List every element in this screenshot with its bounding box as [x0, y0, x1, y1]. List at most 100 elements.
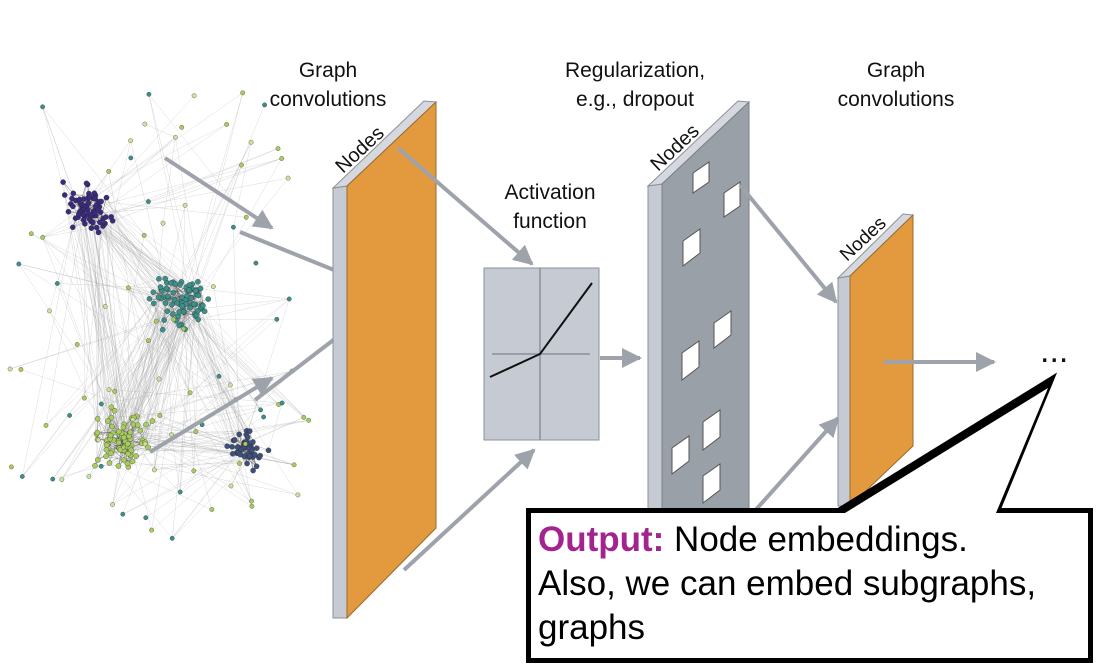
graph-edge — [128, 287, 237, 400]
graph-edge — [137, 282, 167, 426]
graph-edge — [197, 292, 233, 454]
graph-edge — [31, 233, 182, 325]
graph-edge — [131, 298, 290, 451]
graph-node — [162, 275, 168, 282]
arrow-layer1-to-activation-bottom — [402, 448, 536, 572]
graph-node — [128, 447, 135, 454]
graph-edge — [187, 290, 196, 432]
graph-node — [291, 462, 297, 468]
graph-node — [102, 214, 109, 220]
regularization-label: Regularization, e.g., dropout — [564, 59, 706, 111]
graph-edge — [182, 308, 309, 421]
graph-node — [125, 440, 131, 447]
graph-edge — [94, 407, 112, 466]
graph-node — [94, 415, 101, 422]
graph-edge — [42, 237, 124, 451]
graph-node — [40, 234, 46, 240]
graph-node — [274, 316, 280, 322]
graph-edge — [95, 215, 190, 291]
graph-node — [125, 285, 131, 291]
graph-node — [54, 281, 60, 286]
graph-node — [88, 225, 95, 231]
graph-edge — [75, 218, 128, 448]
graph-node — [90, 219, 96, 226]
graph-edge — [182, 299, 252, 502]
graph-edge — [97, 216, 112, 419]
graph-node — [149, 418, 156, 424]
graph-edge — [162, 137, 176, 224]
arrow-graph-to-layer1-b — [239, 230, 335, 272]
graph-node — [249, 447, 255, 454]
graph-edge — [183, 312, 304, 418]
graph-edge — [159, 415, 245, 448]
graph-node — [98, 401, 104, 407]
graph-node — [193, 429, 199, 434]
graph-node — [111, 408, 118, 414]
graph-node — [250, 439, 256, 445]
graph-node — [83, 180, 90, 187]
graph-edge — [68, 211, 92, 229]
graph-node — [109, 218, 116, 224]
graph-edge — [97, 206, 100, 433]
graph-node — [98, 463, 104, 469]
graph-edge — [112, 140, 131, 221]
graph-edge — [191, 304, 239, 448]
graph-edge — [42, 237, 160, 416]
graph-node — [236, 431, 242, 438]
graph-node — [120, 424, 127, 431]
graph-node — [179, 303, 186, 309]
graph-conv-label-1: Graph convolutions — [269, 59, 387, 111]
graph-node — [197, 285, 204, 292]
activation-curve — [489, 282, 593, 378]
graph-edge — [148, 420, 309, 448]
graph-edge — [172, 441, 246, 539]
graph-edge — [84, 218, 104, 399]
graph-edge — [128, 278, 159, 288]
graph-node — [243, 214, 249, 220]
graph-node — [229, 451, 236, 457]
graph-edge — [102, 218, 146, 445]
graph-node — [244, 460, 250, 467]
graph-node — [86, 474, 92, 479]
graph-edge — [171, 434, 181, 493]
graph-edge — [136, 420, 309, 457]
graph-edge — [233, 227, 240, 464]
graph-edge — [154, 457, 259, 471]
graph-edge — [107, 298, 290, 445]
graph-edge — [94, 215, 108, 441]
graph-node — [170, 311, 176, 317]
graph-node — [279, 156, 285, 161]
graph-edge — [105, 290, 162, 457]
graph-edge — [154, 453, 237, 471]
graph-node — [16, 261, 22, 267]
graph-edge — [131, 447, 149, 451]
graph-node — [143, 421, 149, 428]
graph-node — [69, 195, 75, 202]
graph-edge — [144, 123, 176, 138]
graph-node — [209, 507, 215, 512]
graph-edge — [159, 297, 192, 416]
graph-nodes — [7, 90, 312, 541]
graph-edge — [167, 289, 248, 438]
graph-node — [150, 289, 157, 295]
graph-edge — [167, 311, 172, 435]
graph-node — [279, 400, 285, 406]
graph-edge — [105, 217, 115, 392]
graph-edge — [91, 148, 279, 222]
graph-node — [195, 308, 201, 314]
graph-edge — [137, 289, 162, 426]
graph-edges — [10, 92, 309, 539]
graph-node — [186, 282, 193, 288]
graph-edge — [109, 462, 212, 510]
graph-edge — [171, 384, 231, 435]
graph-edge — [130, 297, 192, 433]
graph-node — [239, 162, 244, 168]
graph-edge — [114, 391, 153, 422]
activation-function-box — [483, 267, 600, 441]
graph-node — [163, 285, 170, 292]
graph-node — [94, 429, 101, 436]
graph-edge — [172, 315, 196, 539]
graph-edge — [121, 432, 295, 465]
graph-edge — [127, 340, 149, 454]
graph-edge — [101, 201, 247, 218]
